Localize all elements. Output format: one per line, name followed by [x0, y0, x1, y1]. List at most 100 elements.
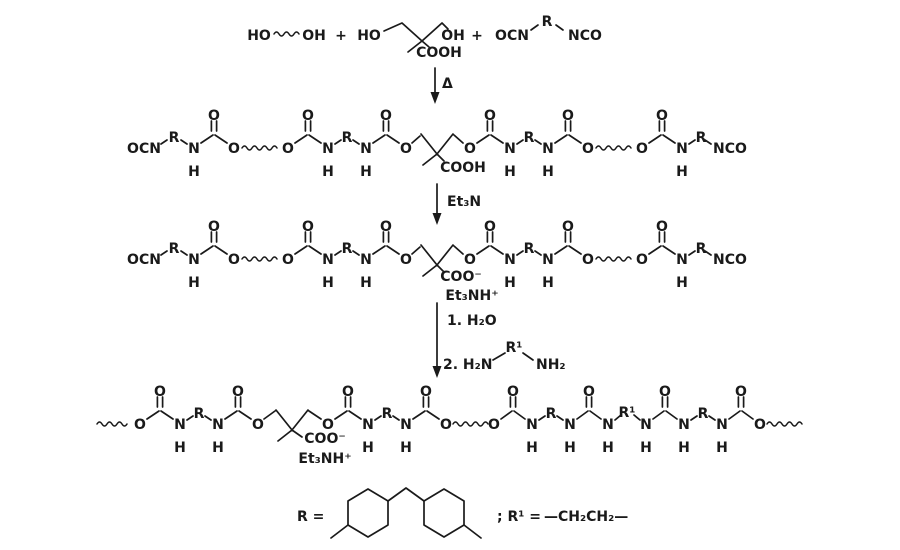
nh-group [504, 252, 516, 291]
r-group-label: R [524, 130, 535, 146]
methylene-bridge [387, 487, 425, 502]
nh-group [678, 417, 690, 456]
diisocyanate-nco-label: NCO [568, 28, 602, 44]
ester-o-label: O [636, 141, 648, 157]
diamine-h2n-label: 2. H₂N [443, 357, 493, 373]
reagents-row: HO OH + HO COOH OH + OCN R NCO [247, 14, 602, 61]
triethylammonium-label: Et₃NH⁺ [298, 451, 351, 467]
nh-group [564, 417, 576, 456]
ester-o-label: O [400, 141, 412, 157]
arrow-head [432, 366, 442, 378]
ester-o-label: O [582, 141, 594, 157]
attachment-bonds [330, 524, 482, 539]
carbonyl-group [655, 107, 669, 132]
ester-o-label: O [134, 417, 146, 433]
prepolymer-carboxylate-row: OCN R O O R O COO⁻ Et₃NH⁺ O R O O R NCO [127, 218, 747, 304]
delta-condition-label: Δ [442, 76, 453, 92]
r-group-label: R [169, 130, 180, 146]
r-group-label: R [696, 130, 707, 146]
reaction-arrow-1: Δ [430, 67, 453, 104]
ester-o-label: O [228, 141, 240, 157]
ester-o-label: O [488, 417, 500, 433]
carbonyl-group [655, 218, 669, 243]
nh-group [640, 417, 652, 456]
diol-skeleton-bonds [383, 22, 449, 53]
carbonyl-group [341, 383, 355, 408]
r-group-label: R [382, 406, 393, 422]
r-group-label: R [342, 241, 353, 257]
nh-group [322, 141, 334, 180]
chain-bonds [160, 244, 712, 277]
polyol-wavy-chain [273, 31, 300, 37]
nh-group [542, 141, 554, 180]
carbonyl-group [301, 107, 315, 132]
water-condition-label: 1. H₂O [447, 313, 497, 329]
ester-o-label: O [400, 252, 412, 268]
nh-group [676, 141, 688, 180]
r-definition-label: R = [297, 509, 324, 525]
wavy-segment [241, 256, 278, 262]
polyol-oh-label: OH [302, 28, 326, 44]
r-group-legend: R = ; R¹ = —CH₂CH₂— [297, 487, 628, 539]
ester-o-label: O [636, 252, 648, 268]
r-group-label: R [542, 14, 553, 30]
diol-ho-label: HO [357, 28, 381, 44]
ester-o-label: O [252, 417, 264, 433]
wavy-segment [96, 421, 128, 427]
ester-o-label: O [464, 252, 476, 268]
nco-end-label: NCO [713, 252, 747, 268]
urea-carbonyl-group [582, 383, 596, 408]
r-group-label: R [698, 406, 709, 422]
urea-carbonyl-group [658, 383, 672, 408]
ocn-end-label: OCN [127, 252, 161, 268]
nh-group [360, 252, 372, 291]
cyclohexane-ring-left [347, 488, 389, 538]
nh-group [188, 141, 200, 180]
triethylammonium-label: Et₃NH⁺ [445, 288, 498, 304]
r-group-label: R [546, 406, 557, 422]
carbonyl-group [379, 107, 393, 132]
r1-definition-value: —CH₂CH₂— [544, 509, 628, 525]
nh-group [400, 417, 412, 456]
carbonyl-group [153, 383, 167, 408]
et3n-condition-label: Et₃N [447, 194, 481, 210]
carbonyl-group [379, 218, 393, 243]
wavy-segment [595, 256, 632, 262]
wavy-segment [241, 145, 278, 151]
nh-group [174, 417, 186, 456]
r1-definition-label: ; R¹ = [497, 509, 541, 525]
carbonyl-group [734, 383, 748, 408]
prepolymer-cooh-row: OCN R O O R O COOH O R O O R NCO [127, 107, 747, 180]
reaction-arrow-3: 1. H₂O 2. H₂N R¹ NH₂ [432, 302, 566, 378]
carbonyl-group [561, 107, 575, 132]
wavy-segment [452, 421, 489, 427]
carbonyl-group [483, 107, 497, 132]
carbonyl-group [207, 218, 221, 243]
ocn-end-label: OCN [127, 141, 161, 157]
cooh-label: COOH [440, 160, 486, 176]
nh-group [716, 417, 728, 456]
nh-group [188, 252, 200, 291]
carbonyl-group [483, 218, 497, 243]
polyurethane-urea-row: O R O COO⁻ Et₃NH⁺ O R O O R R¹ R O [96, 383, 803, 467]
diamine-nh2-label: NH₂ [536, 357, 566, 373]
r1-group-label: R¹ [506, 340, 523, 356]
diamine-bonds [492, 352, 534, 361]
wavy-segment [595, 145, 632, 151]
plus-sign: + [335, 28, 347, 44]
ester-o-label: O [582, 252, 594, 268]
ester-o-label: O [322, 417, 334, 433]
carbonyl-group [231, 383, 245, 408]
carboxylate-label: COO⁻ [440, 269, 481, 285]
diisocyanate-bonds [530, 24, 564, 31]
reaction-arrow-2: Et₃N [432, 183, 481, 225]
nco-end-label: NCO [713, 141, 747, 157]
nh-group [602, 417, 614, 456]
chain-bonds [160, 133, 712, 166]
nh-group [322, 252, 334, 291]
ester-o-label: O [282, 141, 294, 157]
arrow-head [430, 92, 440, 104]
cyclohexane-ring-right [423, 488, 465, 538]
carbonyl-group [506, 383, 520, 408]
